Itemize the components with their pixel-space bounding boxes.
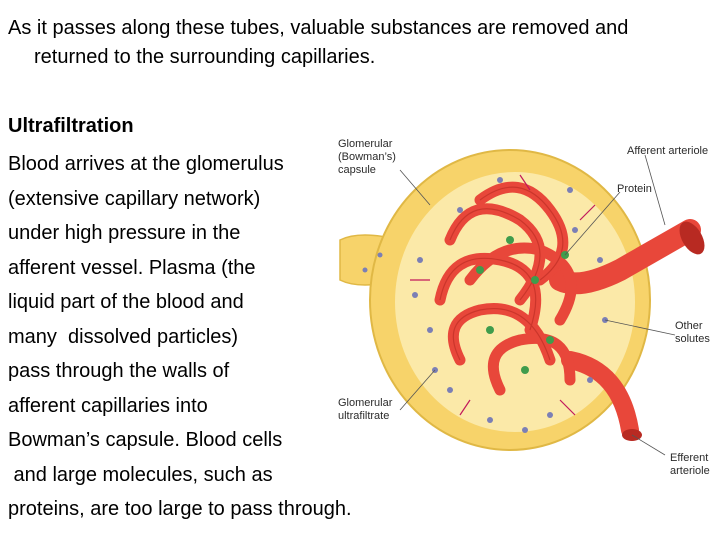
body-line: proteins, are too large to pass through.: [8, 498, 352, 520]
label-protein: Protein: [617, 183, 652, 195]
body-line: liquid part of the blood and: [8, 291, 244, 313]
solute-dots: [362, 177, 608, 433]
glomerulus-diagram: Glomerular (Bowman’s) capsule Afferent a…: [320, 130, 720, 500]
body-line: Bowman’s capsule. Blood cells: [8, 429, 283, 451]
intro-line-2: returned to the surrounding capillaries.: [34, 46, 376, 68]
section-heading: Ultrafiltration: [8, 115, 134, 137]
intro-line-1: As it passes along these tubes, valuable…: [8, 17, 629, 39]
body-line: under high pressure in the: [8, 222, 241, 244]
label-efferent-arteriole: Efferent arteriole: [670, 452, 710, 477]
label-afferent-arteriole: Afferent arteriole: [627, 145, 709, 157]
label-glomerular-ultrafiltrate: Glomerular ultrafiltrate: [338, 397, 393, 422]
afferent-opening: [679, 221, 705, 255]
body-line: and large molecules, such as: [8, 463, 273, 486]
body-line: many dissolved particles): [8, 325, 239, 348]
intro-paragraph: As it passes along these tubes, valuable…: [8, 14, 708, 72]
body-paragraph: Blood arrives at the glomerulus (extensi…: [8, 147, 408, 527]
body-line: afferent capillaries into: [8, 394, 208, 417]
label-other-solutes: Other solutes: [675, 320, 710, 345]
body-line: pass through the walls of: [8, 360, 230, 382]
body-line: Blood arrives at the glomerulus: [8, 153, 284, 175]
glomerulus-illustration: [339, 149, 705, 456]
efferent-vessel: [561, 351, 639, 439]
leader-lines: [399, 154, 676, 456]
filtration-arrows: [410, 174, 596, 416]
label-glomerular-capsule: Glomerular (Bowman’s) capsule: [338, 138, 396, 176]
body-line: afferent vessel. Plasma (the: [8, 256, 256, 279]
afferent-vessel: [549, 219, 701, 295]
body-line: (extensive capillary network): [8, 187, 261, 210]
